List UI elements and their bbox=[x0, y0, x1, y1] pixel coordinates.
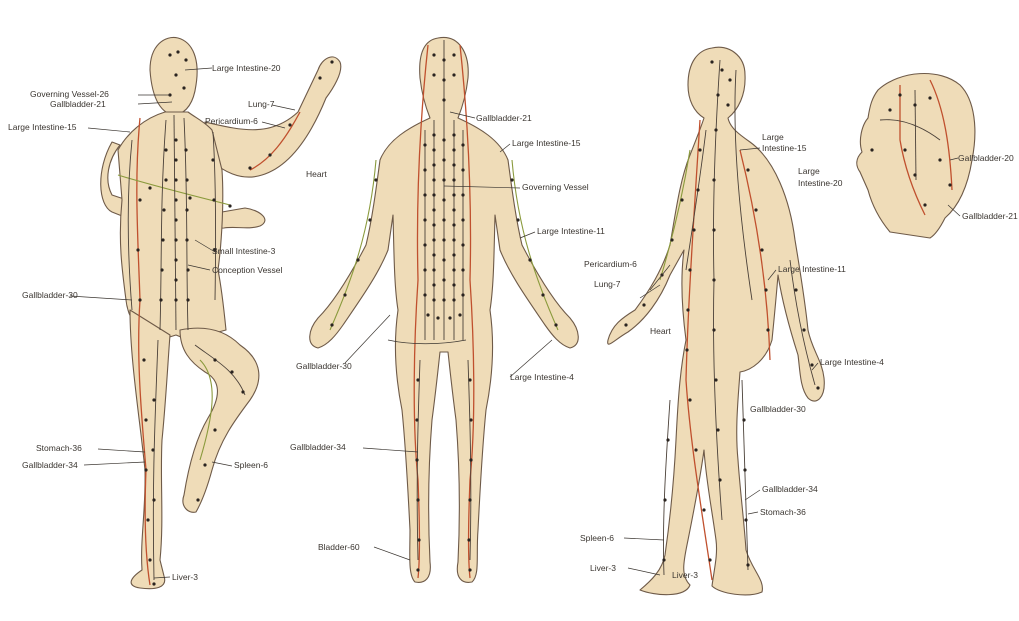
label-small-intestine-3: Small Intestine-3 bbox=[212, 246, 276, 256]
label-pericardium-6-front: Pericardium-6 bbox=[205, 116, 258, 126]
label-governing-vessel-26: Governing Vessel-26 bbox=[30, 89, 109, 99]
label-liver-3-front: Liver-3 bbox=[172, 572, 198, 582]
figure-back bbox=[310, 37, 579, 582]
label-stomach-36-front: Stomach-36 bbox=[36, 443, 82, 453]
label-gallbladder-21-back: Gallbladder-21 bbox=[476, 113, 532, 123]
label-gallbladder-21-front: Gallbladder-21 bbox=[50, 99, 106, 109]
label-heart-front: Heart bbox=[306, 169, 327, 179]
front-raised-leg bbox=[180, 328, 259, 512]
label-gallbladder-34-side: Gallbladder-34 bbox=[762, 484, 818, 494]
label-large-intestine-15-front: Large Intestine-15 bbox=[8, 122, 77, 132]
label-bladder-60: Bladder-60 bbox=[318, 542, 360, 552]
label-conception-vessel: Conception Vessel bbox=[212, 265, 283, 275]
label-liver-3-side-b: Liver-3 bbox=[672, 570, 698, 580]
label-large-intestine-4-side: Large Intestine-4 bbox=[820, 357, 884, 367]
label-lung-7-front: Lung-7 bbox=[248, 99, 275, 109]
front-head bbox=[150, 37, 197, 115]
label-pericardium-6-side: Pericardium-6 bbox=[584, 259, 637, 269]
label-gallbladder-30-front: Gallbladder-30 bbox=[22, 290, 78, 300]
label-gallbladder-30-back: Gallbladder-30 bbox=[296, 361, 352, 371]
label-large-intestine-20-side-b: Intestine-20 bbox=[798, 178, 843, 188]
label-large-intestine-15-back: Large Intestine-15 bbox=[512, 138, 581, 148]
label-liver-3-side-a: Liver-3 bbox=[590, 563, 616, 573]
label-spleen-6-side: Spleen-6 bbox=[580, 533, 614, 543]
label-gallbladder-21-head: Gallbladder-21 bbox=[962, 211, 1018, 221]
label-spleen-6-front: Spleen-6 bbox=[234, 460, 268, 470]
label-stomach-36-side: Stomach-36 bbox=[760, 507, 806, 517]
label-governing-vessel-back: Governing Vessel bbox=[522, 182, 589, 192]
label-large-intestine-20: Large Intestine-20 bbox=[212, 63, 281, 73]
label-large-intestine-4-back: Large Intestine-4 bbox=[510, 372, 574, 382]
front-standing-leg bbox=[130, 310, 170, 589]
label-large-intestine-15-side-b: Intestine-15 bbox=[762, 143, 807, 153]
label-large-intestine-11-back: Large Intestine-11 bbox=[537, 226, 605, 236]
label-heart-side: Heart bbox=[650, 326, 671, 336]
label-gallbladder-34-back: Gallbladder-34 bbox=[290, 442, 346, 452]
front-torso bbox=[118, 112, 226, 340]
label-lung-7-side: Lung-7 bbox=[594, 279, 621, 289]
label-gallbladder-20: Gallbladder-20 bbox=[958, 153, 1014, 163]
label-large-intestine-15-side-a: Large bbox=[762, 132, 784, 142]
label-gallbladder-34-front: Gallbladder-34 bbox=[22, 460, 78, 470]
label-large-intestine-20-side-a: Large bbox=[798, 166, 820, 176]
label-large-intestine-11-side: Large Intestine-11 bbox=[778, 264, 846, 274]
label-gallbladder-30-side: Gallbladder-30 bbox=[750, 404, 806, 414]
